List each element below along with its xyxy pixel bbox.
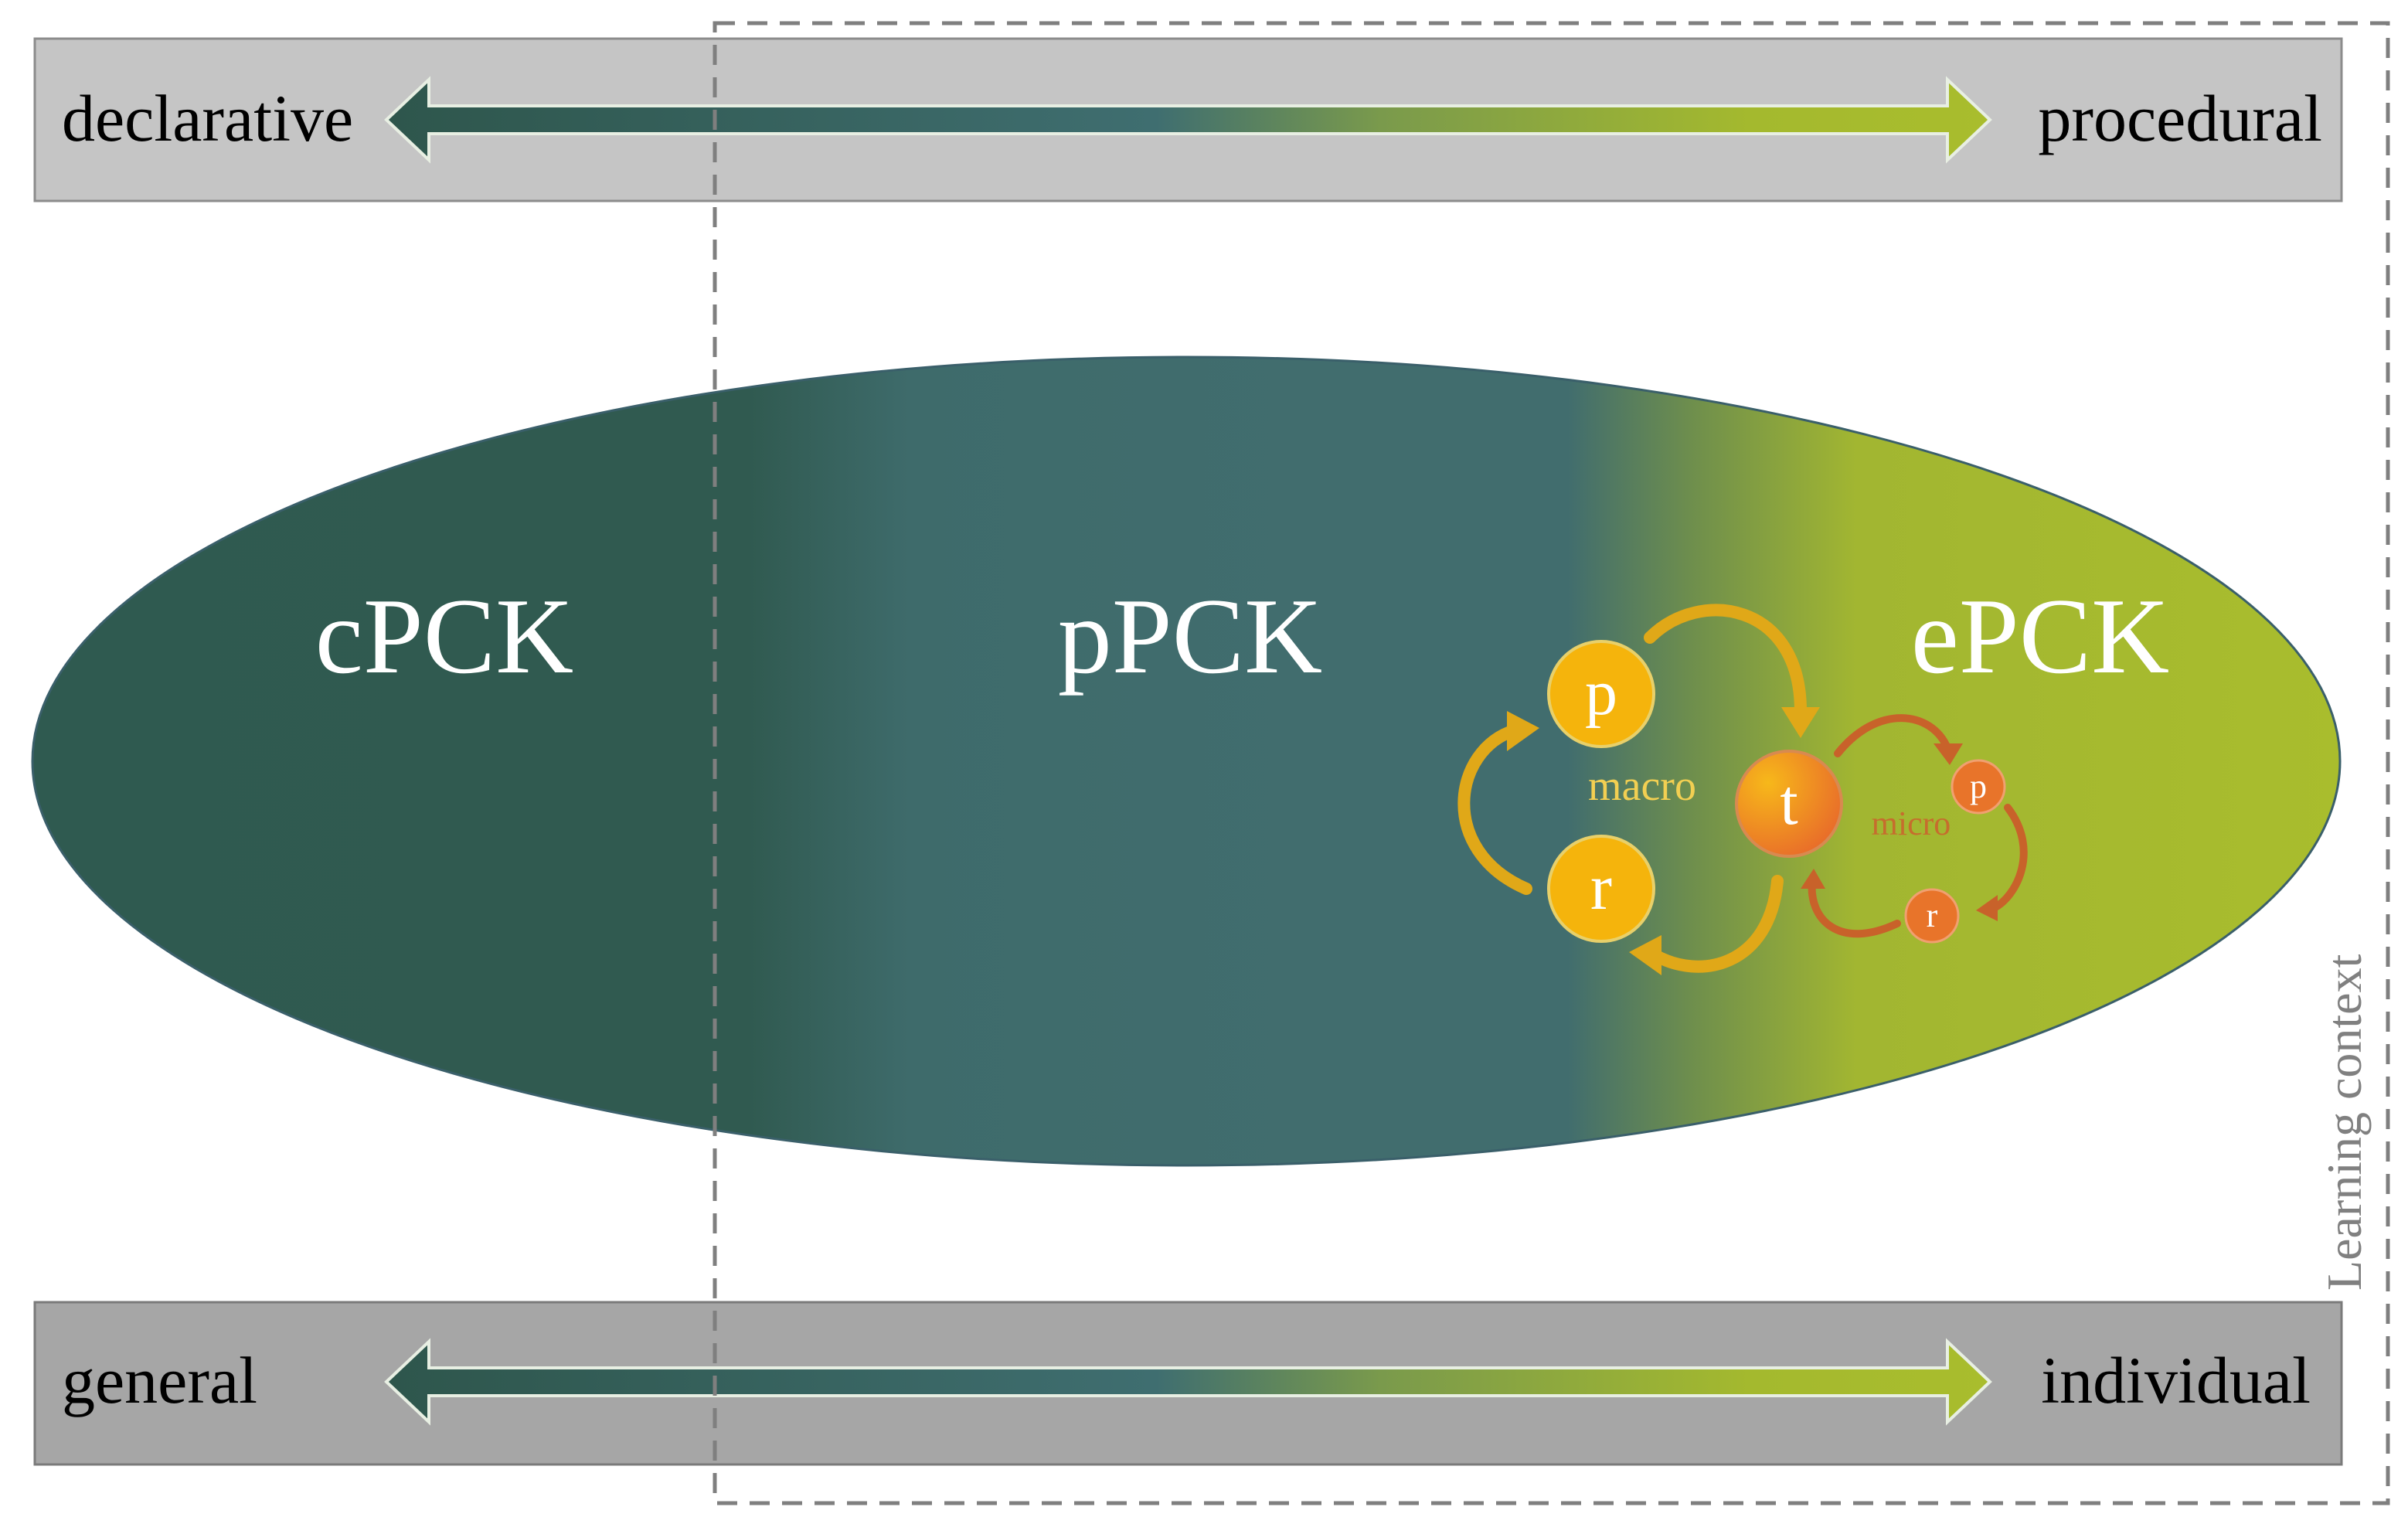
micro-cycle: p r micro [1801, 714, 2028, 944]
micro-p-node [1951, 759, 2006, 815]
pck-ellipse-shape [31, 355, 2342, 1167]
macro-r-label: r [1590, 852, 1612, 924]
macro-t-node [1735, 750, 1843, 858]
general-label: general [62, 1343, 257, 1417]
individual-label: individual [2041, 1343, 2311, 1417]
procedural-label: procedural [2038, 81, 2322, 155]
macro-arrowhead-t-to-r [1629, 935, 1661, 975]
micro-arrowhead-r-to-t [1801, 869, 1825, 889]
learning-context-border [713, 21, 2390, 1505]
learning-context-label: Learning context [2317, 954, 2372, 1291]
macro-arrow-t-to-r [1648, 875, 1784, 973]
declarative-procedural-arrow [384, 76, 1992, 164]
micro-arrow-r-to-t [1808, 877, 1901, 938]
micro-arrow-p-to-r [1990, 804, 2028, 912]
general-individual-arrow [384, 1338, 1992, 1426]
macro-p-label: p [1585, 657, 1617, 729]
learning-context: Learning context [713, 21, 2390, 1505]
micro-arrowhead-t-to-p [1934, 743, 1963, 765]
macro-label: macro [1588, 762, 1696, 810]
macro-r-node [1547, 835, 1655, 943]
macro-arrowhead-r-to-p [1507, 711, 1539, 751]
declarative-label: declarative [62, 81, 353, 155]
macro-cycle: p r t macro [1457, 604, 1843, 975]
pck-ellipse: cPCK pPCK ePCK [31, 355, 2342, 1167]
macro-t-label: t [1780, 767, 1797, 839]
cpck-label: cPCK [315, 577, 573, 696]
macro-arrow-r-to-p [1457, 724, 1532, 895]
micro-r-label: r [1927, 896, 1938, 934]
bottom-band: general individual [33, 1301, 2343, 1466]
top-band: declarative procedural [33, 37, 2343, 202]
macro-arrowhead-p-to-t [1781, 707, 1820, 738]
micro-r-node [1904, 888, 1960, 944]
micro-label: micro [1872, 805, 1951, 842]
epck-label: ePCK [1911, 577, 2169, 696]
micro-p-label: p [1970, 767, 1987, 805]
micro-arrow-t-to-p [1834, 714, 1951, 757]
macro-p-node [1547, 640, 1655, 748]
macro-arrow-p-to-t [1644, 604, 1807, 717]
ppck-label: pPCK [1058, 577, 1322, 696]
micro-arrowhead-p-to-r [1976, 895, 1998, 921]
